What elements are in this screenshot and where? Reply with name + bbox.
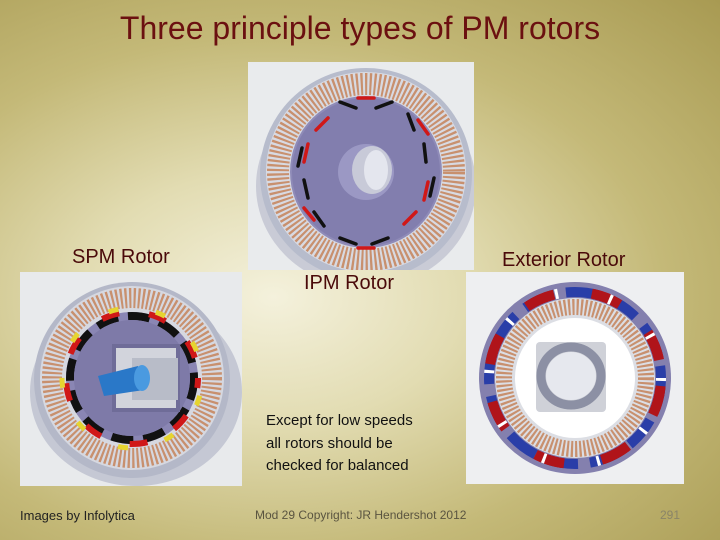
note-line-3: checked for balanced	[266, 455, 413, 478]
exterior-rotor-image	[466, 272, 684, 484]
note-line-1: Except for low speeds	[266, 410, 413, 433]
spm-rotor-label: SPM Rotor	[72, 246, 170, 269]
exterior-rotor-label: Exterior Rotor	[502, 249, 625, 272]
slide-title: Three principle types of PM rotors	[0, 10, 720, 47]
copyright-footer: Mod 29 Copyright: JR Hendershot 2012	[255, 508, 466, 522]
ipm-rotor-label: IPM Rotor	[304, 272, 394, 295]
spm-rotor-image	[20, 272, 242, 486]
page-number: 291	[660, 508, 680, 522]
image-credit: Images by Infolytica	[20, 508, 135, 523]
ipm-rotor-image	[248, 62, 474, 270]
balance-note: Except for low speeds all rotors should …	[266, 410, 413, 478]
note-line-2: all rotors should be	[266, 433, 413, 456]
